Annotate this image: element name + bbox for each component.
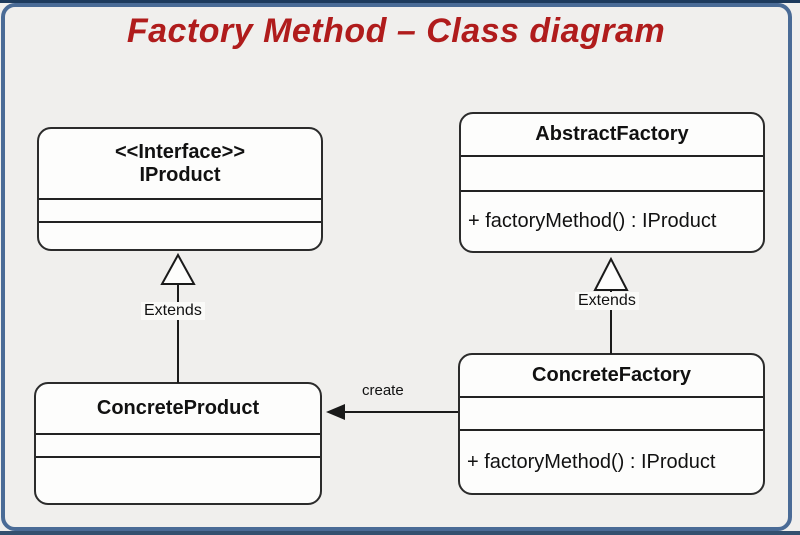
class-box-abstract-factory: AbstractFactory + factoryMethod() : IPro… xyxy=(459,112,765,253)
concrete-factory-name: ConcreteFactory xyxy=(532,364,691,386)
class-box-concrete-factory: ConcreteFactory + factoryMethod() : IPro… xyxy=(458,353,765,495)
concrete-product-header: ConcreteProduct xyxy=(36,384,320,435)
class-box-iproduct: <<Interface>> IProduct xyxy=(37,127,323,251)
concrete-factory-header: ConcreteFactory xyxy=(460,355,763,398)
abstract-factory-method: + factoryMethod() : IProduct xyxy=(468,210,717,232)
frame-bottom-edge xyxy=(0,531,800,535)
frame-top-edge xyxy=(0,0,800,3)
create-arrow xyxy=(326,404,458,420)
concrete-factory-methods-compartment: + factoryMethod() : IProduct xyxy=(460,431,763,493)
class-box-concrete-product: ConcreteProduct xyxy=(34,382,322,505)
concrete-product-methods-compartment xyxy=(36,458,320,503)
hollow-triangle-arrowhead xyxy=(593,256,629,291)
hollow-triangle-arrowhead xyxy=(160,252,196,285)
iproduct-attributes-compartment xyxy=(39,200,321,223)
iproduct-stereotype: <<Interface>> xyxy=(114,140,246,163)
concrete-product-name: ConcreteProduct xyxy=(96,397,260,419)
abstract-factory-header: AbstractFactory xyxy=(461,114,763,157)
abstract-factory-methods-compartment: + factoryMethod() : IProduct xyxy=(461,192,763,251)
create-label: create xyxy=(362,382,404,399)
concrete-product-attributes-compartment xyxy=(36,435,320,458)
concrete-factory-method: + factoryMethod() : IProduct xyxy=(467,450,716,473)
extends-label-product: Extends xyxy=(141,302,205,320)
abstract-factory-attributes-compartment xyxy=(461,157,763,192)
filled-arrowhead xyxy=(326,404,345,420)
abstract-factory-name: AbstractFactory xyxy=(535,123,689,145)
diagram-title: Factory Method – Class diagram xyxy=(126,12,666,50)
extends-label-factory: Extends xyxy=(575,292,639,310)
iproduct-header: <<Interface>> IProduct xyxy=(39,129,321,200)
iproduct-methods-compartment xyxy=(39,223,321,249)
concrete-factory-attributes-compartment xyxy=(460,398,763,431)
iproduct-name: IProduct xyxy=(139,163,221,186)
